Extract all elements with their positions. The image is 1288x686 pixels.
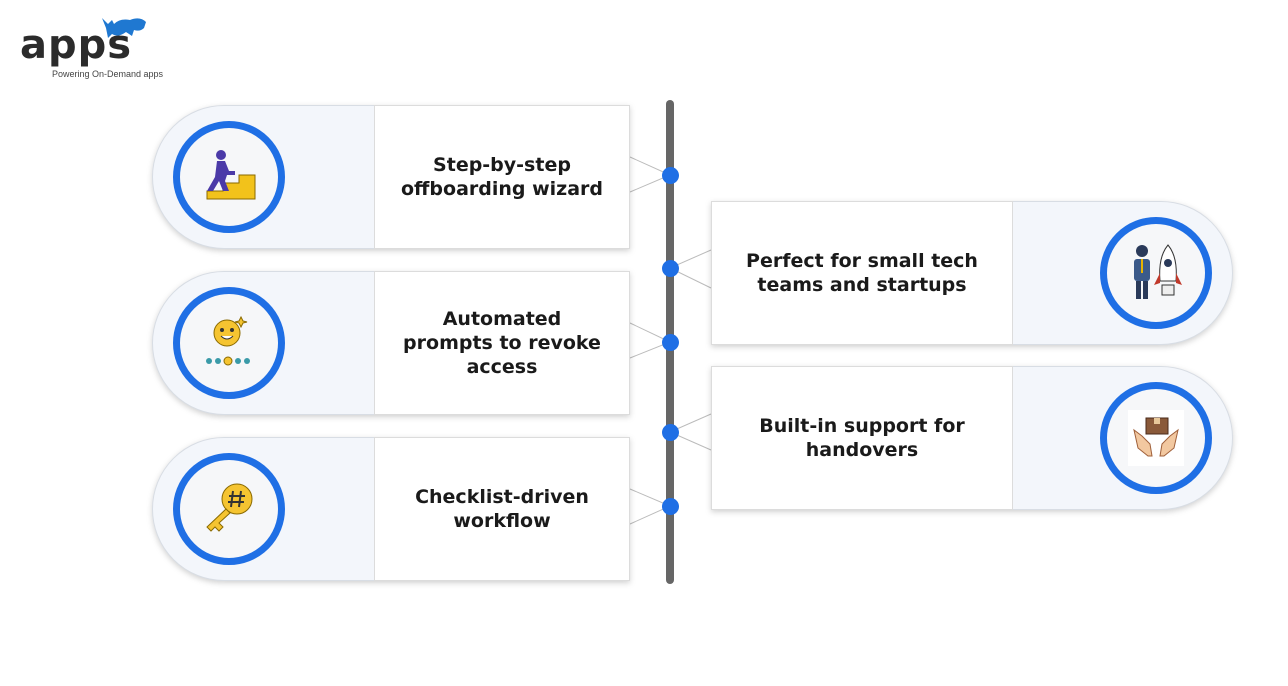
feature-card-checklist: Checklist-driven workflow	[152, 437, 630, 581]
rhino-logo-icon	[102, 18, 146, 38]
icon-circle	[173, 121, 285, 233]
businessman-rocket-icon	[1134, 244, 1182, 299]
feature-label: Built-in support for handovers	[711, 366, 1013, 510]
stairs-climber-icon	[206, 150, 256, 200]
feature-label: Automated prompts to revoke access	[374, 271, 630, 415]
feature-card-offboarding-wizard: Step-by-step offboarding wizard	[152, 105, 630, 249]
timeline-dot	[662, 167, 679, 184]
feature-card-revoke-access: Automated prompts to revoke access	[152, 271, 630, 415]
timeline-dot	[662, 498, 679, 515]
timeline-dot	[662, 424, 679, 441]
key-hash-icon	[206, 483, 253, 532]
icon-circle	[1100, 382, 1212, 494]
logo-wordmark: apps	[20, 22, 133, 68]
feature-label: Checklist-driven workflow	[374, 437, 630, 581]
feature-card-handovers: Built-in support for handovers	[711, 366, 1233, 510]
smiley-prompt-icon	[206, 315, 250, 366]
timeline-dot	[662, 334, 679, 351]
hands-handover-icon	[1128, 410, 1184, 466]
icon-circle	[173, 453, 285, 565]
icon-circle	[173, 287, 285, 399]
feature-label: Step-by-step offboarding wizard	[374, 105, 630, 249]
feature-card-small-teams: Perfect for small tech teams and startup…	[711, 201, 1233, 345]
logo-tagline: Powering On-Demand apps	[52, 69, 164, 79]
logo: apps Powering On-Demand apps	[20, 14, 190, 84]
feature-label: Perfect for small tech teams and startup…	[711, 201, 1013, 345]
icon-circle	[1100, 217, 1212, 329]
timeline-dot	[662, 260, 679, 277]
